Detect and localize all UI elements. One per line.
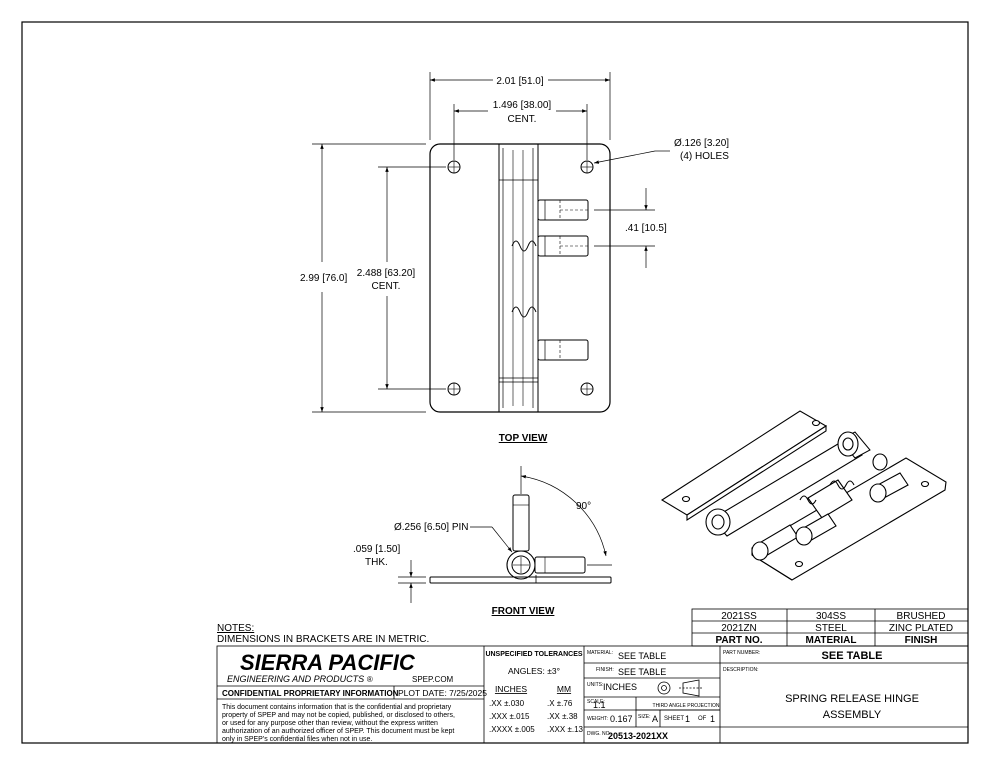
company-subtitle: ENGINEERING AND PRODUCTS ®	[227, 674, 373, 684]
of-label: OF	[698, 716, 707, 722]
mounting-hole	[447, 160, 461, 174]
material-label: MATERIAL:	[587, 650, 613, 656]
size-value: A	[652, 714, 658, 724]
release-pin	[537, 339, 589, 361]
variant-part-no: 2021SS	[721, 611, 757, 622]
dim-rotation-angle: 90°	[576, 501, 591, 512]
tolerance-inch: .XX ±.030	[489, 699, 525, 708]
part-number-label: PART NUMBER:	[723, 650, 760, 656]
dim-hole-centers-height: 2.488 [63.20]	[357, 268, 416, 279]
dim-cent-label: CENT.	[508, 114, 537, 125]
front-view-dimensions	[398, 466, 612, 603]
finish-value: SEE TABLE	[618, 667, 666, 677]
sheet-total: 1	[710, 714, 715, 724]
header-part-no: PART NO.	[715, 635, 762, 646]
company-website: SPEP.COM	[412, 675, 454, 684]
release-pin	[537, 235, 589, 257]
company-name: SIERRA PACIFIC	[240, 650, 416, 675]
dim-thk-label: THK.	[365, 557, 388, 568]
dim-overall-height: 2.99 [76.0]	[300, 273, 348, 284]
mounting-hole	[580, 382, 594, 396]
dim-overall-width: 2.01 [51.0]	[496, 76, 544, 87]
description-line: ASSEMBLY	[823, 709, 882, 721]
dwg-label: DWG. NO.	[587, 731, 611, 737]
tolerances-title: UNSPECIFIED TOLERANCES	[485, 651, 582, 658]
tolerances-mm-label: MM	[557, 684, 571, 694]
sheet-number: 1	[685, 714, 690, 724]
dim-pin-spacing: .41 [10.5]	[625, 223, 667, 234]
confidential-text: or used for any purpose other than revie…	[222, 720, 438, 727]
spring	[511, 240, 537, 252]
dim-pin-diameter: Ø.256 [6.50] PIN	[394, 522, 469, 533]
confidential-title: CONFIDENTIAL PROPRIETARY INFORMATION	[222, 689, 399, 698]
confidential-text: only in SPEP's confidential files when n…	[222, 736, 372, 743]
top-view-dimensions	[312, 72, 670, 413]
variant-finish: BRUSHED	[897, 611, 946, 622]
mounting-hole	[580, 160, 594, 174]
confidential-text: This document contains information that …	[222, 704, 452, 711]
dim-cent-label: CENT.	[372, 281, 401, 292]
notes-line: DIMENSIONS IN BRACKETS ARE IN METRIC.	[217, 634, 429, 645]
material-value: SEE TABLE	[618, 651, 666, 661]
description-line: SPRING RELEASE HINGE	[785, 693, 919, 705]
dim-thickness: .059 [1.50]	[353, 544, 401, 555]
variant-material: 304SS	[816, 611, 846, 622]
size-label: SIZE:	[638, 714, 651, 720]
title-block-grid	[216, 645, 969, 744]
hinge-plate	[429, 143, 611, 413]
variant-finish: ZINC PLATED	[889, 623, 953, 634]
scale-label: SCALE:	[587, 699, 605, 705]
dim-hole-count: (4) HOLES	[680, 151, 729, 162]
dim-hole-centers-width: 1.496 [38.00]	[493, 100, 552, 111]
plot-date: PLOT DATE: 7/25/2025	[398, 688, 487, 698]
variant-material: STEEL	[815, 623, 847, 634]
part-number-value: SEE TABLE	[822, 650, 883, 662]
top-view-label: TOP VIEW	[499, 433, 548, 444]
isometric-view	[660, 410, 947, 581]
scale-value: 1:1	[593, 700, 606, 710]
mounting-hole	[447, 382, 461, 396]
units-value: INCHES	[603, 682, 637, 692]
spring	[511, 306, 537, 318]
top-view	[429, 143, 611, 413]
third-angle-projection-icon	[657, 679, 703, 697]
description-label: DESCRIPTION:	[723, 667, 759, 673]
tolerances-angles: ANGLES: ±3°	[508, 666, 560, 676]
tolerance-inch: .XXX ±.015	[489, 712, 530, 721]
finish-label: FINISH:	[596, 667, 614, 673]
release-pin	[537, 199, 589, 221]
front-view-label: FRONT VIEW	[492, 606, 555, 617]
dwg-number: 20513-2021XX	[608, 731, 668, 741]
units-label: UNITS:	[587, 682, 603, 688]
notes-heading: NOTES:	[217, 623, 254, 634]
tolerances-inches-label: INCHES	[495, 684, 527, 694]
projection-label: THIRD ANGLE PROJECTION	[653, 703, 720, 709]
header-finish: FINISH	[905, 635, 938, 646]
tolerance-mm: .X ±.76	[547, 699, 573, 708]
tolerance-mm: .XX ±.38	[547, 712, 578, 721]
variant-part-no: 2021ZN	[721, 623, 757, 634]
sheet-label: SHEET	[664, 716, 684, 722]
weight-label: WEIGHT:	[587, 716, 608, 722]
tolerance-inch: .XXXX ±.005	[489, 725, 535, 734]
confidential-text: authorization of an authorized officer o…	[222, 728, 454, 735]
weight-value: 0.167	[610, 714, 633, 724]
confidential-text: property of SPEP and may not be copied, …	[222, 712, 455, 719]
header-material: MATERIAL	[806, 635, 857, 646]
dim-hole-diameter: Ø.126 [3.20]	[674, 138, 729, 149]
tolerance-mm: .XXX ±.13	[547, 725, 584, 734]
